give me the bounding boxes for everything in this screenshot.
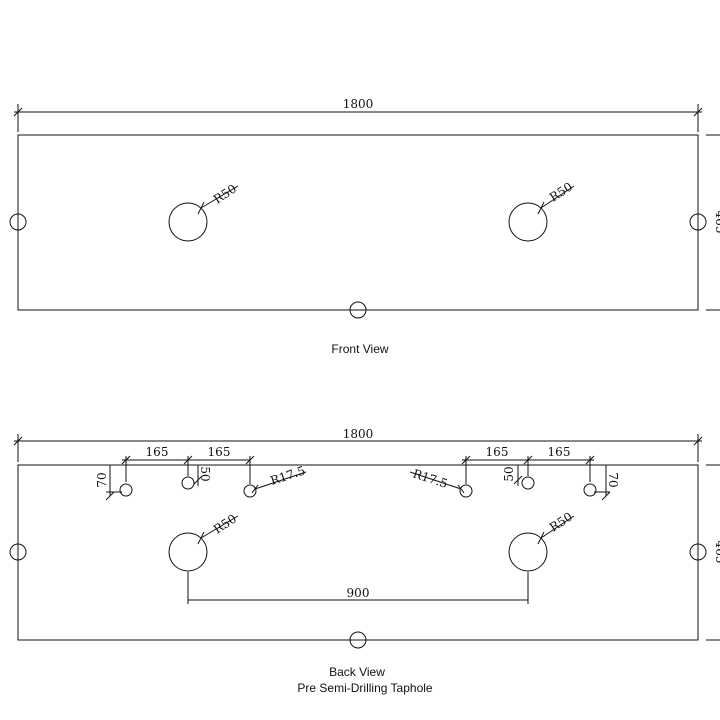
back-taphole-right-3 bbox=[583, 483, 597, 497]
back-edge-hole-bottom bbox=[349, 631, 367, 649]
front-view: 1800 465 R50 R50 Front View bbox=[9, 97, 720, 356]
back-taphole-radius-left: R17.5 bbox=[251, 463, 307, 494]
back-edge-hole-right bbox=[689, 543, 707, 561]
front-slab-outline bbox=[17, 134, 699, 311]
back-taphole-right-2 bbox=[521, 476, 535, 490]
back-sink-right: R50 bbox=[508, 510, 575, 572]
front-depth-dimension: 465 bbox=[706, 134, 720, 311]
back-sink-spacing-label: 900 bbox=[347, 586, 370, 600]
back-taphole-radius-right-label: R17.5 bbox=[411, 467, 449, 491]
back-offset-right-outer: 70 bbox=[606, 472, 620, 487]
front-edge-hole-bottom bbox=[349, 301, 367, 319]
back-spacing-left: 165 165 bbox=[121, 445, 255, 484]
back-view: 1800 465 165 165 bbox=[9, 427, 720, 695]
back-edge-hole-left bbox=[9, 543, 27, 561]
back-taphole-left-1 bbox=[119, 483, 133, 497]
back-sink-left: R50 bbox=[168, 512, 239, 572]
back-offset-left-inner: 50 bbox=[198, 466, 212, 481]
back-spacing-right-b: 165 bbox=[548, 445, 571, 459]
back-offset-right-outer-dim: 70 bbox=[594, 465, 620, 501]
back-sink-right-radius: R50 bbox=[547, 510, 575, 535]
back-taphole-radius-right: R17.5 bbox=[409, 467, 465, 494]
back-spacing-left-b: 165 bbox=[208, 445, 231, 459]
front-view-caption: Front View bbox=[331, 342, 388, 356]
back-spacing-right-a: 165 bbox=[486, 445, 509, 459]
back-sink-left-radius: R50 bbox=[211, 512, 239, 537]
back-taphole-left-3 bbox=[243, 484, 257, 498]
back-offset-left-inner-dim: 50 bbox=[193, 465, 212, 486]
back-view-subcaption: Pre Semi-Drilling Taphole bbox=[297, 681, 432, 695]
back-view-caption: Back View bbox=[329, 665, 385, 679]
front-sink-left-radius: R50 bbox=[211, 182, 239, 207]
front-edge-hole-right bbox=[689, 213, 707, 231]
front-depth-label: 465 bbox=[713, 211, 720, 234]
front-width-dimension: 1800 bbox=[13, 97, 703, 132]
front-width-label: 1800 bbox=[343, 97, 374, 111]
back-taphole-left-2 bbox=[181, 476, 195, 490]
back-slab-outline bbox=[17, 464, 699, 641]
front-sink-right-radius: R50 bbox=[547, 180, 575, 205]
back-offset-left-outer: 70 bbox=[95, 472, 109, 487]
back-depth-dimension: 465 bbox=[706, 464, 720, 641]
back-sink-spacing-dimension: 900 bbox=[187, 572, 529, 604]
back-taphole-radius-left-label: R17.5 bbox=[269, 463, 307, 487]
back-width-dimension: 1800 bbox=[13, 427, 703, 462]
front-sink-right: R50 bbox=[508, 180, 575, 242]
back-width-label: 1800 bbox=[343, 427, 374, 441]
back-offset-right-inner-dim: 50 bbox=[502, 465, 523, 486]
back-taphole-right-1 bbox=[459, 484, 473, 498]
back-offset-left-outer-dim: 70 bbox=[95, 465, 122, 501]
back-spacing-right: 165 165 bbox=[461, 445, 595, 484]
back-offset-right-inner: 50 bbox=[502, 466, 516, 481]
front-sink-left: R50 bbox=[168, 182, 239, 242]
front-edge-hole-left bbox=[9, 213, 27, 231]
back-depth-label: 465 bbox=[713, 541, 720, 564]
back-spacing-left-a: 165 bbox=[146, 445, 169, 459]
